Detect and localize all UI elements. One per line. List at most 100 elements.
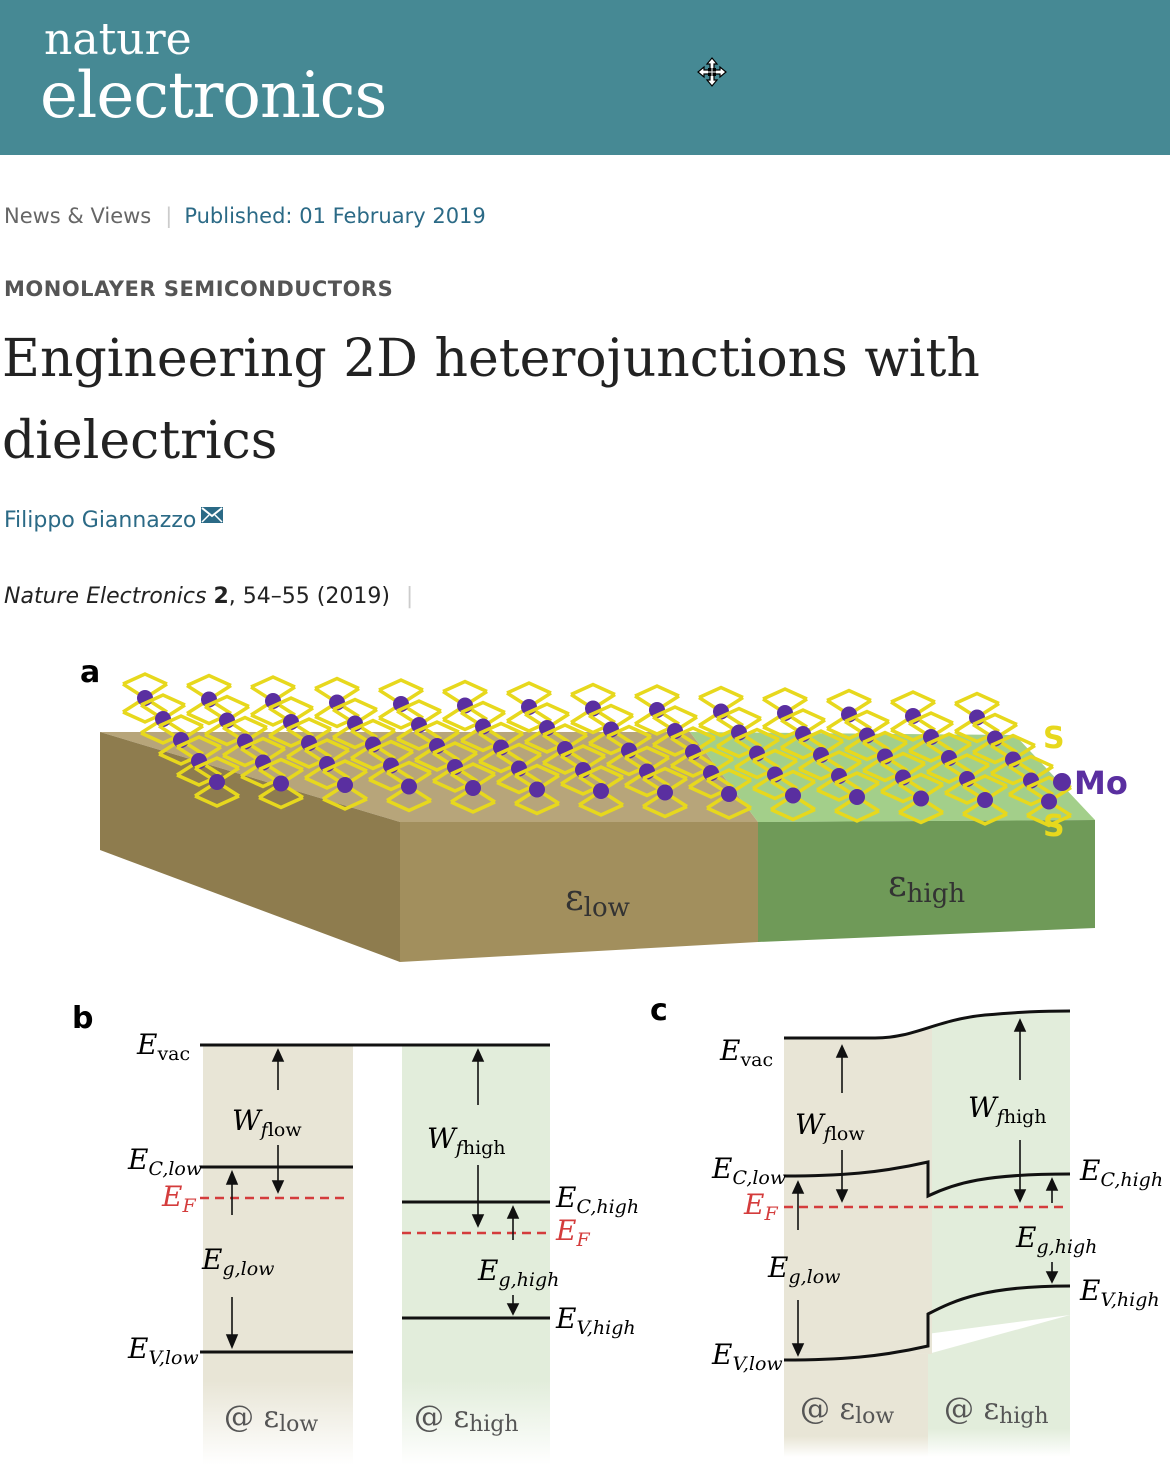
s-bond [368,739,414,792]
s-bond [514,763,560,816]
article-subject[interactable]: MONOLAYER SEMICONDUCTORS [4,277,394,301]
mo-atom [849,789,865,805]
s-bond [524,702,570,754]
s-bond [588,703,634,756]
s-bond [798,729,844,781]
journal-pages-year: , 54–55 (2019) [228,584,390,609]
s-bond [176,735,222,787]
s-bond [350,718,396,771]
journal-name: Nature Electronics [4,584,207,609]
journal-header: nature electronics [0,0,1170,155]
s-bond [450,762,496,814]
s-bond [734,727,780,780]
s-bond [634,684,680,736]
s-bond [506,681,552,733]
s-bond [990,733,1036,786]
s-bond [908,711,954,763]
panel-b-label: b [72,1001,93,1036]
label-ef-c: EF [743,1188,778,1225]
mo-atom [785,787,801,804]
mail-icon[interactable] [200,506,224,524]
logo-electronics[interactable]: electronics [40,59,387,133]
s-bond [542,723,588,775]
s-bond [204,694,250,747]
label-wf-low-b: Wflow [232,1104,302,1141]
s-bond [386,760,432,813]
s-bond [478,721,524,774]
logo-nature[interactable]: nature [44,14,192,65]
slab-label-high: εhigh [888,864,965,909]
atom-label-s-top: S [1043,721,1065,756]
s-bond [816,750,862,802]
band-diagram-junction [783,1009,1071,1457]
s-bond [140,693,186,745]
mo-atom [465,780,481,796]
author-line: Filippo Giannazzo [4,506,224,533]
s-bond [122,672,168,724]
mo-atom [913,790,929,807]
s-bond [250,675,296,727]
s-bond [258,757,304,810]
mo-atom [401,778,417,795]
mo-atom-marker [1053,773,1071,791]
s-bond [442,679,488,732]
published-label: Published: [184,204,293,228]
label-eg-low-c: Eg,low [767,1251,840,1288]
article-title: Engineering 2D heterojunctions with diel… [2,329,980,471]
s-bond [670,726,716,778]
s-bond [1026,775,1072,828]
s-bond [414,720,460,772]
s-bond [752,748,798,801]
s-bond [898,772,944,825]
s-bond [834,771,880,823]
label-wf-high-c: Wfhigh [968,1091,1047,1128]
label-ev-low-b: EV,low [127,1332,199,1369]
label-at-eps-high-b: @ εhigh [414,1400,519,1437]
s-bond [570,682,616,735]
label-at-eps-low-b: @ εlow [224,1400,318,1437]
label-ev-high-b: EV,high [555,1302,636,1339]
article-meta: News & Views|Published: 01 February 2019 [4,204,486,228]
s-bond [972,712,1018,765]
s-bond [944,753,990,805]
label-ef-right-b: EF [555,1214,590,1251]
mo-atom [337,777,353,793]
move-cursor-icon [697,57,727,87]
journal-volume: 2 [213,584,229,609]
figure: a S Mo S εlow εhigh b Evac [72,655,1163,1465]
label-ec-low-c: EC,low [711,1152,786,1189]
label-at-eps-high-c: @ εhigh [944,1392,1049,1429]
author-link[interactable]: Filippo Giannazzo [4,508,197,533]
s-bond [780,708,826,760]
s-bond [624,745,670,798]
mos2-lattice [122,672,1072,828]
s-bond [186,673,232,726]
label-eg-high-c: Eg,high [1015,1221,1097,1258]
published-date: 01 February 2019 [299,204,486,228]
panel-c-label: c [650,993,668,1028]
s-bond [286,717,332,769]
atom-label-s-bottom: S [1043,809,1065,844]
label-e-vac-c: Evac [719,1034,773,1071]
band-diagram-isolated [200,1043,550,1465]
label-ev-high-c: EV,high [1079,1274,1160,1311]
s-bond [826,688,872,741]
s-bond [496,742,542,795]
label-wf-low-c: Wflow [795,1108,865,1145]
label-ec-high-c: EC,high [1079,1154,1163,1191]
atom-label-mo: Mo [1074,764,1128,802]
s-bond [432,741,478,793]
s-bond [578,765,624,817]
article-type: News & Views [4,204,152,228]
s-bond [240,736,286,789]
s-bond [844,709,890,762]
s-bond [378,678,424,730]
mo-atom [529,781,545,798]
mo-atom [209,774,225,790]
s-bond [716,706,762,759]
mo-atom [657,784,673,801]
s-bond [322,759,368,811]
s-bond [770,769,816,822]
s-bond [926,732,972,784]
s-bond [880,751,926,804]
